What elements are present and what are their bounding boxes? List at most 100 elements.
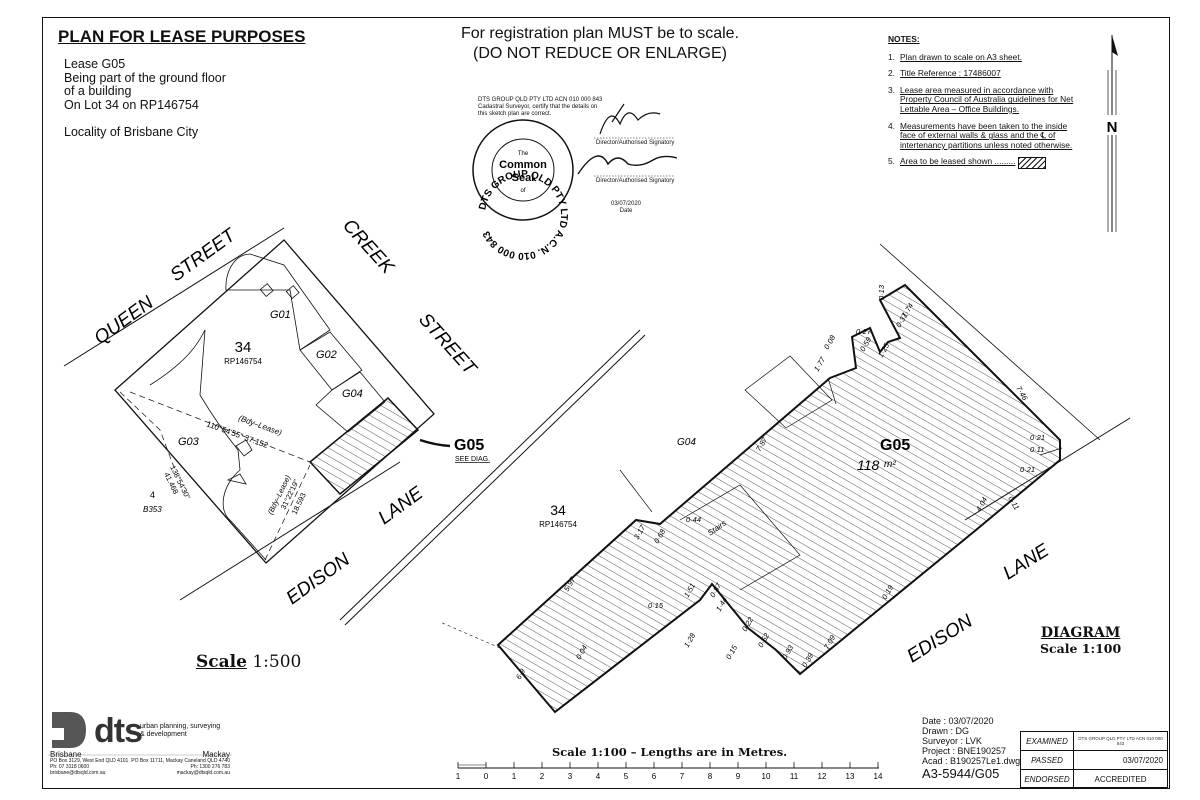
scale-bar-tick-label: 4 (596, 772, 601, 781)
site-plan (63, 227, 646, 626)
statement-line: Cadastral Surveyor, certify that the det… (478, 104, 598, 110)
common-seal: DTS GROUP QLD PTY LTD A.C.N. 010 000 843… (472, 119, 574, 261)
scale-bar-tick-label: 8 (708, 772, 713, 781)
drawing-sheet-border (42, 17, 1170, 789)
title-info: Date : 03/07/2020 Drawn : DG Surveyor : … (922, 716, 1020, 782)
g05-callout: G05 (454, 437, 484, 454)
drawing-number: A3-5944/G05 (922, 766, 1000, 781)
title-drawn: Drawn : DG (922, 726, 970, 736)
approval-row: EXAMINED DTS GROUP QLD PTY LTD ACN 010 0… (1021, 732, 1167, 751)
tenancy-g01: G01 (270, 309, 291, 321)
scale-bar-tick-label: 14 (874, 772, 883, 781)
seal-common: Common (499, 159, 547, 171)
dimension-label: 0·13 (877, 284, 886, 300)
seal-inner-ring (491, 138, 555, 202)
dimension-label: 0·21 (1030, 433, 1045, 442)
north-label: N (1107, 119, 1118, 136)
dimension-label: 0·15 (724, 643, 740, 661)
street-creek: CREEK (338, 215, 398, 279)
scale-bar-tick-label: 9 (736, 772, 741, 781)
g03-outline (149, 329, 267, 561)
company-tagline: urban planning, surveying & development (140, 723, 220, 739)
lane-far-edge (339, 329, 641, 621)
office-phone: Ph: 1300 276 783 (190, 764, 230, 770)
note-number: 2. (888, 68, 895, 79)
description-line: of a building (64, 84, 132, 98)
tagline-line: & development (140, 731, 187, 738)
scale-bar-tick-label: 6 (652, 772, 657, 781)
street-queen-street: STREET (167, 224, 241, 286)
dimension-label: 0·08 (822, 333, 838, 351)
office-mackay: Mackay PO Box 11711, Mackay Caneland QLD… (120, 750, 230, 777)
diagram-caption: DIAGRAM Scale 1:100 (1040, 625, 1121, 656)
g02-outline (299, 331, 363, 391)
dimension-label: 0·27 (856, 327, 872, 336)
title-acad: Acad : B190257Le1.dwg (922, 756, 1021, 766)
dimension-label: 1·77 (812, 355, 828, 373)
note-item: 2. Title Reference : 17486007 (888, 69, 1078, 79)
dimension-label: 0·11 (1030, 445, 1044, 454)
lot-number: 34 (235, 339, 252, 356)
scale-bar-tick-label: 2 (540, 772, 545, 781)
locality: Locality of Brisbane City (64, 125, 199, 139)
registration-line: (DO NOT REDUCE OR ENLARGE) (473, 45, 727, 62)
seal-of: of (520, 188, 525, 194)
note-item: 4. Measurements have been taken to the in… (888, 120, 1078, 151)
note-text: Title Reference : 17486007 (900, 68, 1001, 79)
approval-table: EXAMINED DTS GROUP QLD PTY LTD ACN 010 0… (1020, 731, 1168, 789)
company-name: DTS GROUP QLD PTY LTD ACN 010 000 843 (478, 97, 603, 103)
adjoining-lot: 4 (150, 490, 155, 500)
hatch-legend-swatch (1017, 157, 1046, 170)
notes-panel: NOTES: 1.Plan drawn to scale on A3 sheet… (888, 34, 1078, 176)
approval-row: ENDORSED ACCREDITED (1021, 770, 1167, 789)
description-line: Being part of the ground floor (64, 70, 226, 85)
dts-logo-mark (52, 712, 86, 748)
signature-1 (594, 103, 675, 139)
office-address: PO Box 11711, Mackay Caneland QLD 4740 (131, 758, 230, 764)
approval-label: PASSED (1021, 751, 1074, 769)
scale-bar-tick-label: 13 (846, 772, 855, 781)
diagram-lease-label: G05 (880, 437, 910, 454)
note-text: Plan drawn to scale on A3 sheet. (900, 51, 1022, 62)
dimension-label: 1·28 (682, 631, 698, 649)
title-date: Date : 03/07/2020 (922, 716, 994, 726)
scale-ratio: 1:500 (252, 652, 302, 672)
diagram-lane-label: LANE (1000, 540, 1053, 584)
statement-line: this sketch plan are correct. (478, 111, 552, 117)
street-creek-street: STREET (414, 309, 481, 380)
diagram-lot-plan: RP146754 (539, 520, 577, 529)
tenancy-g03: G03 (178, 436, 200, 448)
adjoining-plan: B353 (143, 505, 162, 514)
signatory-1-label: Director/Authorised Signatory (596, 140, 675, 146)
diagram-title: DIAGRAM (1040, 625, 1121, 641)
note-number: 4. (888, 120, 895, 131)
office-email: mackay@dtsqld.com.au (176, 770, 230, 776)
north-arrow (1100, 35, 1124, 232)
seal-outer-ring (472, 119, 574, 221)
g04-outline (315, 371, 386, 433)
office-email: brisbane@dtsqld.com.au (50, 770, 106, 776)
diagram-drawing (439, 243, 1131, 714)
note-text: Area to be leased shown ......... (900, 156, 1016, 167)
office-city: Mackay (202, 750, 230, 759)
dimension-label: 0·15 (648, 601, 664, 610)
date-label: Date (619, 208, 633, 214)
signature-2 (577, 155, 678, 177)
certification-statement: DTS GROUP QLD PTY LTD ACN 010 000 843 Ca… (478, 97, 602, 118)
edison-lane-edge (179, 461, 401, 601)
registration-line: For registration plan MUST be to scale. (460, 25, 740, 42)
lane-label: LANE (375, 483, 428, 529)
scale-bar-tick-label: 7 (680, 772, 685, 781)
office-brisbane: Brisbane PO Box 3129, West End QLD 4101 … (50, 751, 128, 777)
diagram-scale: Scale 1:100 (1040, 641, 1122, 656)
note-number: 5. (888, 156, 895, 167)
lease-description: Lease G05 Being part of the ground floor… (64, 57, 226, 140)
diagram-area-unit: m² (884, 459, 896, 470)
g01-outline (225, 253, 331, 351)
date-value: 03/07/2020 (610, 201, 642, 207)
note-text: Measurements have been taken to the insi… (900, 120, 1073, 150)
approval-value: 03/07/2020 (1122, 755, 1163, 765)
note-item: 1.Plan drawn to scale on A3 sheet. (888, 51, 1078, 63)
office-phone: Ph: 07 3118 0600 (50, 764, 90, 770)
